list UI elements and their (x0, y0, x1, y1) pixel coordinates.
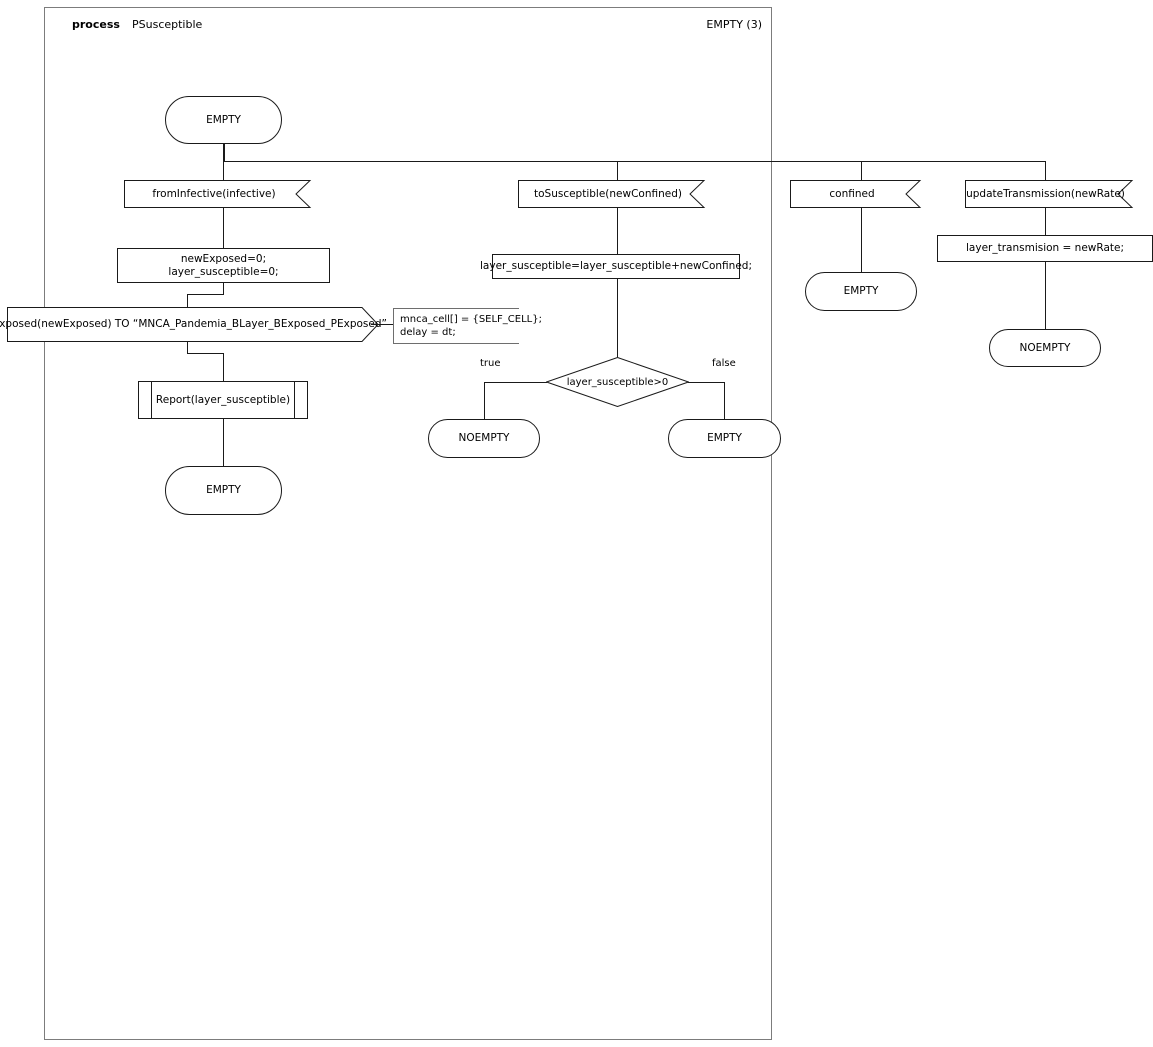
connector-task-jog-down-b (187, 294, 188, 308)
connector-tosusceptible-to-task (617, 208, 618, 255)
connector-output-jog-across-b (187, 353, 224, 354)
decision-layer-susceptible-positive[interactable] (546, 357, 689, 407)
process-frame (44, 7, 772, 1040)
connector-output-jog-down-b (223, 353, 224, 381)
process-name: PSusceptible (132, 18, 203, 31)
input-update-transmission[interactable] (965, 180, 1145, 208)
state-start-empty[interactable] (165, 96, 282, 144)
connector-drop-frominfective (223, 161, 224, 181)
state-count-label: EMPTY (3) (706, 18, 762, 31)
connector-start-stem (223, 144, 225, 162)
connector-drop-updatetransmission (1045, 161, 1046, 181)
connector-task-jog-across-a (187, 294, 224, 295)
procedure-call-report[interactable] (138, 381, 308, 419)
connector-confined-to-state (861, 208, 862, 272)
connector-distribution-bus (223, 161, 1046, 162)
task-update-transmission-rate[interactable] (937, 235, 1153, 262)
connector-decision-false-h (688, 382, 725, 383)
connector-drop-confined (861, 161, 862, 181)
comment-mnca-cell-text: mnca_cell[] = {SELF_CELL}; delay = dt; (400, 314, 542, 338)
input-confined[interactable] (790, 180, 933, 208)
state-decision-false-empty[interactable] (668, 419, 781, 458)
branch-label-true: true (480, 358, 501, 369)
output-to-exposed[interactable] (7, 307, 379, 342)
state-confined-empty[interactable] (805, 272, 917, 311)
connector-frominfective-to-task (223, 208, 224, 249)
branch-label-false: false (712, 358, 736, 369)
connector-task-to-decision (617, 279, 618, 357)
connector-updatetransmission-to-task (1045, 208, 1046, 236)
connector-updatetransmission-task-to-state (1045, 262, 1046, 329)
state-decision-true-noempty[interactable] (428, 419, 540, 458)
state-updatetransmission-noempty[interactable] (989, 329, 1101, 367)
state-frominfective-empty[interactable] (165, 466, 282, 515)
connector-drop-tosusceptible (617, 161, 618, 181)
input-from-infective[interactable] (124, 180, 323, 208)
procedure-call-bar-right (294, 382, 295, 418)
connector-decision-false-v (724, 382, 725, 419)
task-reset-counters[interactable] (117, 248, 330, 283)
connector-report-to-state (223, 419, 224, 467)
input-to-susceptible[interactable] (518, 180, 717, 208)
process-keyword: process (72, 18, 120, 31)
procedure-call-bar-left (151, 382, 152, 418)
connector-task-jog-down-a (223, 283, 224, 295)
comment-mnca-cell: mnca_cell[] = {SELF_CELL}; delay = dt; (393, 308, 542, 344)
connector-output-jog-down-a (187, 342, 188, 354)
task-accumulate-susceptible[interactable] (492, 254, 740, 279)
connector-output-to-comment (371, 324, 393, 325)
connector-decision-true-v (484, 382, 485, 419)
connector-decision-true-h (484, 382, 547, 383)
